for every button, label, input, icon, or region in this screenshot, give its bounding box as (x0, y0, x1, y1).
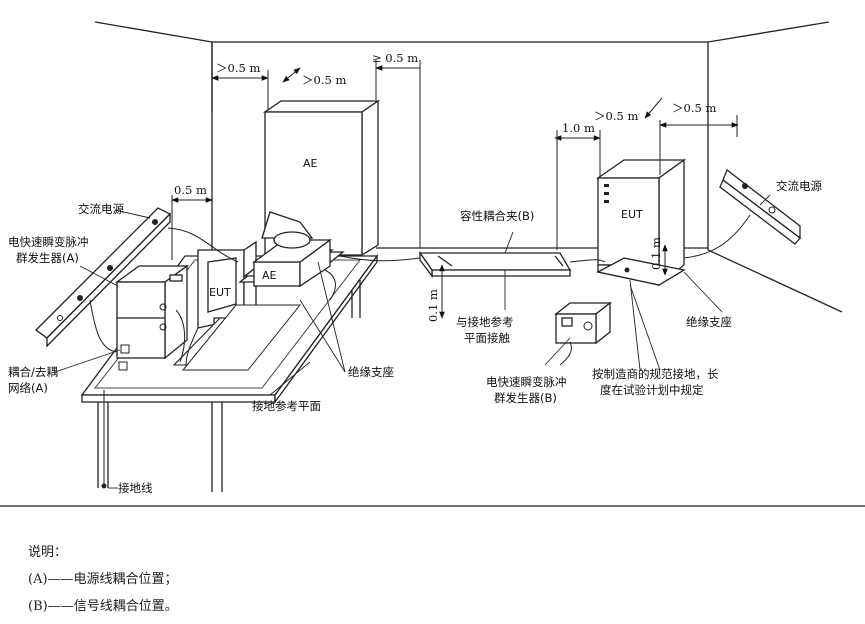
label-ac-power-left: 交流电源 (78, 202, 124, 216)
generator-knob (583, 321, 593, 331)
label-cdn-1: 耦合/去耦 (8, 365, 58, 379)
ground-terminal (118, 361, 128, 371)
cables (89, 214, 751, 484)
label-capacitive-clamp: 容性耦合夹(B) (460, 209, 534, 223)
legend-item-a: (A)——电源线耦合位置； (28, 572, 178, 587)
generator-knob (159, 303, 167, 311)
label-contact-ground-1: 与接地参考 (456, 315, 514, 329)
ground-wire-end (101, 483, 107, 489)
eut-panel-marks (604, 184, 609, 203)
outlet-icon (77, 295, 83, 301)
cdn-port (120, 344, 130, 354)
label-eft-gen-b-2: 群发生器(B) (494, 391, 557, 405)
legend-item-b: (B)——信号线耦合位置。 (28, 599, 178, 614)
label-cdn-2: 网络(A) (8, 381, 48, 395)
legend-title: 说明： (28, 545, 68, 560)
label-ground-plane: 接地参考平面 (252, 399, 321, 413)
label-contact-ground-2: 平面接触 (464, 331, 510, 345)
dimension-lines (171, 60, 739, 319)
capacitive-clamp (418, 250, 572, 278)
ae-rear-label: AE (303, 157, 318, 170)
eut-floor-cabinet (595, 158, 687, 287)
outlet-icon (57, 315, 63, 321)
eft-generator-b (554, 301, 612, 345)
dim-eut-height: 0.1 m (649, 237, 663, 270)
dim-eut-right: ＞0.5 m (672, 101, 716, 115)
outlet-icon (152, 219, 158, 225)
ac-power-strip-left (35, 207, 172, 348)
dim-clamp: 1.0 m (562, 121, 595, 135)
diagram-labels: 交流电源 电快速瞬变脉冲 群发生器(A) 耦合/去耦 网络(A) 接地线 接地参… (8, 179, 822, 495)
dim-top-left: ＞0.5 m (216, 61, 260, 75)
room-outline (94, 21, 843, 330)
generator-knob (159, 323, 167, 331)
eut-table-label: EUT (209, 286, 231, 299)
outlet-icon (107, 265, 113, 271)
label-ground-wire: 接地线 (118, 481, 153, 495)
label-eft-gen-b-1: 电快速瞬变脉冲 (486, 375, 567, 389)
dim-table: 0.5 m (174, 183, 207, 197)
outlet-icon (742, 183, 748, 189)
ground-terminal (624, 267, 630, 273)
dimension-labels: ＞0.5 m ＞0.5 m ≥ 0.5 m 0.5 m 1.0 m ＞0.5 m… (174, 51, 716, 322)
label-eft-gen-a-2: 群发生器(A) (16, 251, 79, 265)
ae-table-unit (238, 211, 345, 288)
label-insulating-mid: 绝缘支座 (348, 365, 394, 379)
ae-table-label: AE (262, 269, 277, 282)
outlet-icon (768, 206, 776, 214)
label-mfr-ground-1: 按制造商的规范接地，长 (592, 367, 719, 381)
insulating-support-table (181, 304, 302, 371)
eut-floor-label: EUT (621, 208, 643, 221)
eft-generator-a (115, 264, 189, 360)
label-eft-gen-a-1: 电快速瞬变脉冲 (8, 235, 89, 249)
label-ac-power-right: 交流电源 (776, 179, 822, 193)
dim-eut-left: ＞0.5 m (594, 109, 638, 123)
leader-lines (54, 194, 771, 489)
dim-top-left2: ＞0.5 m (302, 73, 346, 87)
dim-top-mid: ≥ 0.5 m (372, 51, 418, 65)
label-mfr-ground-2: 度在试验计划中规定 (600, 383, 704, 397)
dim-clamp-height: 0.1 m (426, 289, 440, 322)
label-insulating-right: 绝缘支座 (686, 315, 732, 329)
